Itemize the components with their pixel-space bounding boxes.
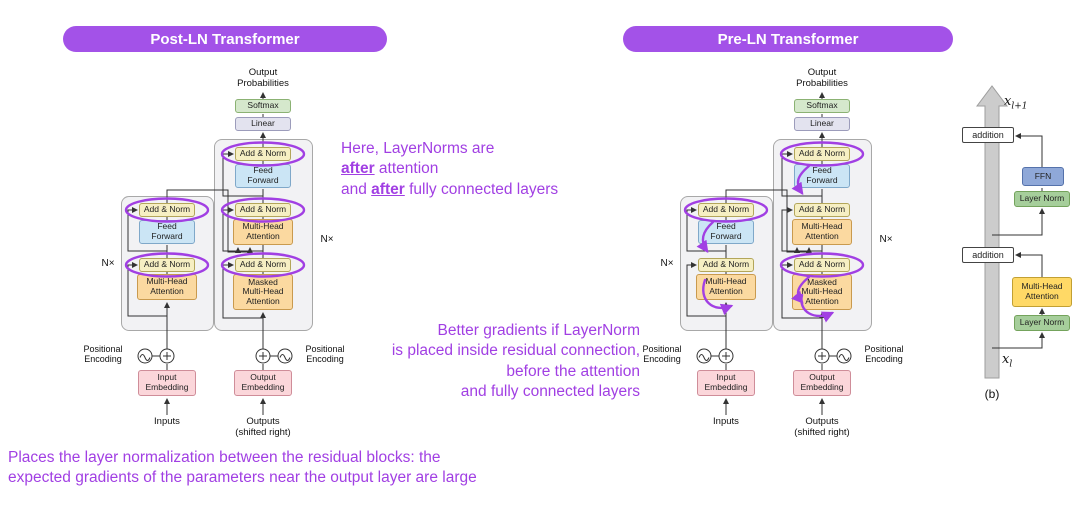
add-norm-box: Add & Norm bbox=[794, 258, 850, 272]
output-probabilities-label: Output Probabilities bbox=[237, 67, 289, 89]
x-l-label: xl bbox=[1002, 352, 1013, 370]
positional-encoding-label: Positional Encoding bbox=[864, 344, 904, 365]
note-line: Places the layer normalization between t… bbox=[8, 449, 441, 466]
add-norm-box: Add & Norm bbox=[235, 258, 291, 272]
feed-forward-box: Feed Forward bbox=[698, 220, 754, 244]
note-line: and fully connected layers bbox=[460, 383, 640, 401]
add-norm-box: Add & Norm bbox=[794, 147, 850, 161]
feed-forward-box: Feed Forward bbox=[794, 164, 850, 188]
note-line: Better gradients if LayerNorm bbox=[437, 322, 640, 339]
multi-head-attention-box: Multi-Head Attention bbox=[696, 274, 756, 300]
note-line: before the attention bbox=[506, 362, 640, 380]
inputs-label: Inputs bbox=[713, 416, 739, 427]
note-line: Here, LayerNorms are bbox=[341, 140, 495, 157]
add-norm-box: Add & Norm bbox=[139, 258, 195, 272]
pre-ln-header-pill: Pre-LN Transformer bbox=[623, 26, 953, 52]
post-ln-header-pill: Post-LN Transformer bbox=[63, 26, 387, 52]
input-embedding-box: Input Embedding bbox=[138, 370, 196, 396]
layer-norm-box: Layer Norm bbox=[1014, 315, 1070, 331]
plus-circle-icon bbox=[159, 348, 271, 364]
multi-head-attention-box: Multi-Head Attention bbox=[137, 274, 197, 300]
output-probabilities-label: Output Probabilities bbox=[796, 67, 848, 89]
addition-box: addition bbox=[962, 127, 1014, 143]
n-times-label: N× bbox=[320, 234, 334, 245]
n-times-label: N× bbox=[879, 234, 893, 245]
feed-forward-box: Feed Forward bbox=[139, 220, 195, 244]
note-line: and after fully connected layers bbox=[341, 180, 559, 198]
n-times-label: N× bbox=[660, 258, 674, 269]
bottom-note: Places the layer normalization between t… bbox=[8, 448, 477, 489]
masked-multi-head-attention-box: Masked Multi-Head Attention bbox=[233, 274, 293, 310]
note-line: is placed inside residual connection, bbox=[391, 342, 640, 360]
add-norm-box: Add & Norm bbox=[698, 203, 754, 217]
outputs-label: Outputs (shifted right) bbox=[794, 416, 850, 438]
positional-wave-icon bbox=[137, 348, 293, 364]
inputs-label: Inputs bbox=[154, 416, 180, 427]
outputs-label: Outputs (shifted right) bbox=[235, 416, 291, 438]
masked-multi-head-attention-box: Masked Multi-Head Attention bbox=[792, 274, 852, 310]
add-norm-box: Add & Norm bbox=[235, 147, 291, 161]
feed-forward-box: Feed Forward bbox=[235, 164, 291, 188]
ffn-box: FFN bbox=[1022, 167, 1064, 186]
add-norm-box: Add & Norm bbox=[139, 203, 195, 217]
positional-encoding-label: Positional Encoding bbox=[642, 344, 682, 365]
positional-encoding-label: Positional Encoding bbox=[83, 344, 123, 365]
n-times-label: N× bbox=[101, 258, 115, 269]
input-embedding-box: Input Embedding bbox=[697, 370, 755, 396]
note-line: after attention bbox=[341, 160, 439, 178]
multi-head-attention-box: Multi-Head Attention bbox=[233, 219, 293, 245]
x-l-plus-1-label: xl+1 bbox=[1004, 94, 1028, 112]
softmax-box: Softmax bbox=[235, 99, 291, 113]
output-embedding-box: Output Embedding bbox=[793, 370, 851, 396]
linear-box: Linear bbox=[794, 117, 850, 131]
note-line: expected gradients of the parameters nea… bbox=[8, 469, 477, 487]
linear-box: Linear bbox=[235, 117, 291, 131]
output-embedding-box: Output Embedding bbox=[234, 370, 292, 396]
add-norm-box: Add & Norm bbox=[235, 203, 291, 217]
figure-b-caption: (b) bbox=[984, 387, 1000, 401]
softmax-box: Softmax bbox=[794, 99, 850, 113]
addition-box: addition bbox=[962, 247, 1014, 263]
positional-encoding-label: Positional Encoding bbox=[305, 344, 345, 365]
add-norm-box: Add & Norm bbox=[794, 203, 850, 217]
layer-norm-box: Layer Norm bbox=[1014, 191, 1070, 207]
pre-ln-note: Better gradients if LayerNorm is placed … bbox=[340, 321, 640, 403]
add-norm-box: Add & Norm bbox=[698, 258, 754, 272]
post-ln-note: Here, LayerNorms are after attention and… bbox=[341, 139, 558, 200]
multi-head-attention-box: Multi-Head Attention bbox=[792, 219, 852, 245]
multi-head-attention-box: Multi-Head Attention bbox=[1012, 277, 1072, 307]
